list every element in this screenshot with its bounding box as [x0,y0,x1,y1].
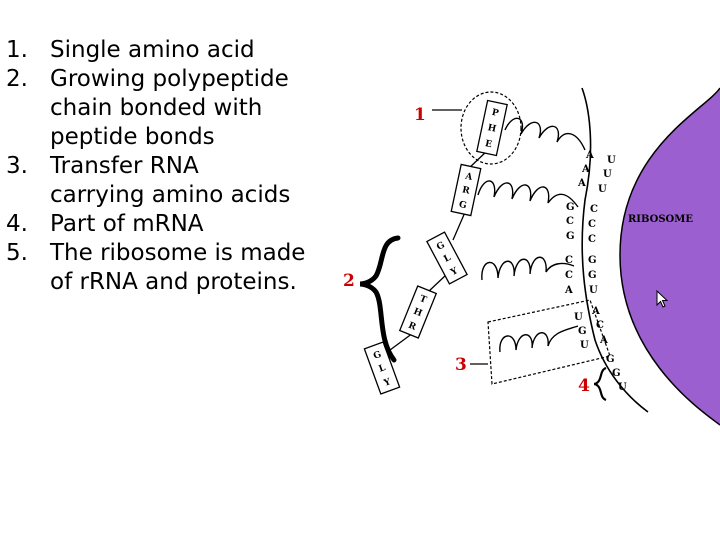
codon-base: A [599,335,608,346]
amino-acid-box [426,231,468,285]
amino-acid: G L Y [363,341,401,395]
mouse-cursor-icon [656,289,669,308]
codon-base: U [618,382,627,393]
anticodon-base: A [581,164,590,175]
callout-number: 1 [414,105,426,125]
amino-acid-letter: T [418,294,428,306]
amino-acid-letter: A [463,171,474,183]
peptide-bond [427,274,447,293]
anticodon-base: G [578,326,587,337]
amino-acid-letter: L [442,253,453,265]
trna-coil [477,180,579,208]
ribosome-outline [619,87,720,426]
list-text: Part of m [50,211,155,237]
callout-number: 2 [343,271,355,291]
list-item: 3. Transfer RNA carrying amino acids [0,152,350,210]
numbered-list: 1. Single amino acid 2. Growing polypept… [0,36,350,297]
trna-coil [481,256,575,281]
trna-coil [499,325,579,353]
anticodon-base: C [565,270,573,281]
codon-base: U [607,155,616,166]
codon-bracket [593,366,607,402]
anticodon-base: A [585,150,594,161]
amino-acid-letter: Y [448,266,460,279]
mrna-strand [581,87,649,413]
amino-acid-box [398,285,438,339]
list-number: 2. [6,66,28,92]
list-text: RNA [154,211,204,237]
amino-acid-letter: G [458,200,468,211]
list-text: Growing polypeptide [50,66,289,92]
anticodon-base: A [564,285,573,296]
list-text: The ribosome is made [50,240,306,266]
list-item: 4. Part of mRNA [0,210,350,239]
amino-acid: A R G [450,163,482,217]
list-text: Transfer RNA [50,153,199,179]
codon-base: G [606,354,615,365]
peptide-bond [389,332,414,351]
list-item: 5. The ribosome is made of rRNA and prot… [0,239,350,297]
amino-acid-letter: R [461,185,471,196]
anticodon-base: A [577,178,586,189]
callout-number: 4 [578,376,590,396]
codon-base: U [598,184,607,195]
list-number: 3. [6,153,28,179]
amino-acid-letter: P [491,108,500,119]
polypeptide-bracket [359,235,401,363]
amino-acid-letter: E [484,139,493,150]
anticodon-base: C [565,255,573,266]
anticodon-base: G [566,231,575,242]
list-text: of r [50,269,89,295]
codon-base: G [612,368,621,379]
amino-acid-box [476,99,508,157]
codon-base: C [588,234,596,245]
list-text: RNA and proteins. [88,269,297,295]
codon-base: C [588,219,596,230]
amino-acid-letter: R [407,321,418,333]
anticodon-base: C [566,216,574,227]
amino-acid-letter: H [487,123,498,135]
list-text: peptide bonds [50,124,215,150]
codon-base: C [590,204,598,215]
list-item: 1. Single amino acid [0,36,350,65]
amino-acid: T H R [398,285,438,339]
list-text: Single amino acid [50,37,255,63]
codon-base: C [596,320,604,331]
amino-acid-letter: G [372,350,383,362]
amino-acid-box [363,341,401,395]
anticodon-base: G [566,202,575,213]
anticodon-base: U [574,312,583,323]
ribosome-label: RIBOSOME [628,214,693,225]
amino-acid-letter: G [435,240,446,252]
amino-acid: G L Y [426,231,468,285]
codon-base: G [588,270,597,281]
codon-base: G [588,255,597,266]
codon-base: A [591,306,600,317]
amino-acid-letter: L [378,363,388,375]
list-number: 1. [6,37,28,63]
list-item: 2. Growing polypeptide chain bonded with… [0,65,350,152]
ribosome-shape [620,88,720,425]
peptide-bond [452,209,467,241]
amino-acid-box [450,163,482,217]
callout-number: 3 [455,355,467,375]
trna-coil [504,117,586,151]
amino-acid: P H E [476,99,508,157]
amino-acid-letter: Y [382,377,393,389]
amino-acid-dashed-circle [460,91,522,165]
amino-acid-letter: H [412,307,424,320]
list-text: chain bonded with [50,95,263,121]
anticodon-base: U [580,340,589,351]
trna-dashed-box [487,299,611,385]
codon-base: U [589,285,598,296]
codon-base: U [603,169,612,180]
list-number: 4. [6,211,28,237]
list-number: 5. [6,240,28,266]
list-text: carrying amino acids [50,182,291,208]
